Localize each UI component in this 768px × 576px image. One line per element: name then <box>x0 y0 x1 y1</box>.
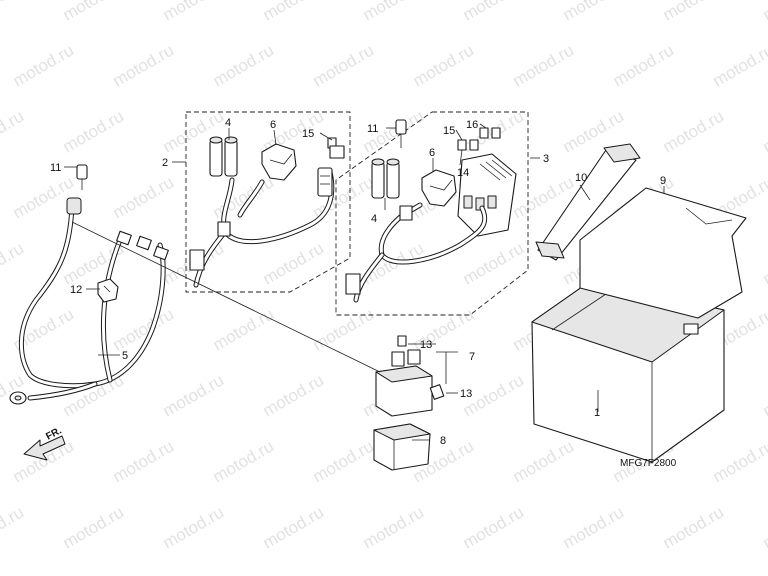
battery-band-10 <box>535 143 641 261</box>
sub-harness-2 <box>189 169 335 288</box>
diagram-code: MFG7F2800 <box>620 458 677 469</box>
connector-6-left <box>261 143 297 181</box>
fuses-15-16 <box>457 127 501 151</box>
callout-3: 3 <box>543 153 549 165</box>
callout-11-right: 11 <box>367 123 378 135</box>
callout-7: 7 <box>469 351 475 363</box>
callout-12: 12 <box>70 284 82 296</box>
sub-harness-3 <box>345 202 488 303</box>
callout-1: 1 <box>594 407 600 419</box>
callout-16: 16 <box>466 119 478 131</box>
callout-2: 2 <box>162 157 168 169</box>
callout-13-bottom: 13 <box>460 388 472 400</box>
callout-6-left: 6 <box>270 119 276 131</box>
starter-relay-4-left <box>209 136 238 177</box>
callout-15-left: 15 <box>302 128 314 140</box>
ring-terminal <box>9 230 169 405</box>
front-direction-arrow <box>23 435 66 461</box>
bolt-11-left <box>66 164 88 215</box>
callout-8: 8 <box>440 435 446 447</box>
leader-lines <box>64 123 665 441</box>
callout-4-left: 4 <box>225 117 231 129</box>
fuse-box-14 <box>457 153 517 237</box>
callout-9: 9 <box>660 175 666 187</box>
callout-11-left: 11 <box>50 162 61 174</box>
assembly-3-boundary <box>335 111 529 316</box>
callout-5: 5 <box>122 350 128 362</box>
starter-relay-4-right <box>371 158 400 199</box>
callout-10: 10 <box>575 172 587 184</box>
bolt-11-right <box>395 119 407 148</box>
callout-15-right: 15 <box>443 125 455 137</box>
fuse-15-left <box>317 137 345 197</box>
connector-6-right <box>421 169 457 207</box>
relay-switch-7 <box>375 335 433 417</box>
battery-plate-9 <box>579 187 747 319</box>
main-harness <box>18 203 166 401</box>
fuse-13 <box>429 384 445 400</box>
relay-cover-8 <box>373 423 431 471</box>
callout-6-right: 6 <box>429 147 435 159</box>
callout-14: 14 <box>457 167 469 179</box>
callout-labels: 1 2 3 4 4 5 6 6 7 8 9 10 11 11 12 13 13 … <box>50 117 666 447</box>
callout-13-top: 13 <box>420 339 432 351</box>
clip-12 <box>97 278 119 303</box>
assembly-2-boundary <box>185 111 351 293</box>
callout-4-right: 4 <box>371 213 377 225</box>
